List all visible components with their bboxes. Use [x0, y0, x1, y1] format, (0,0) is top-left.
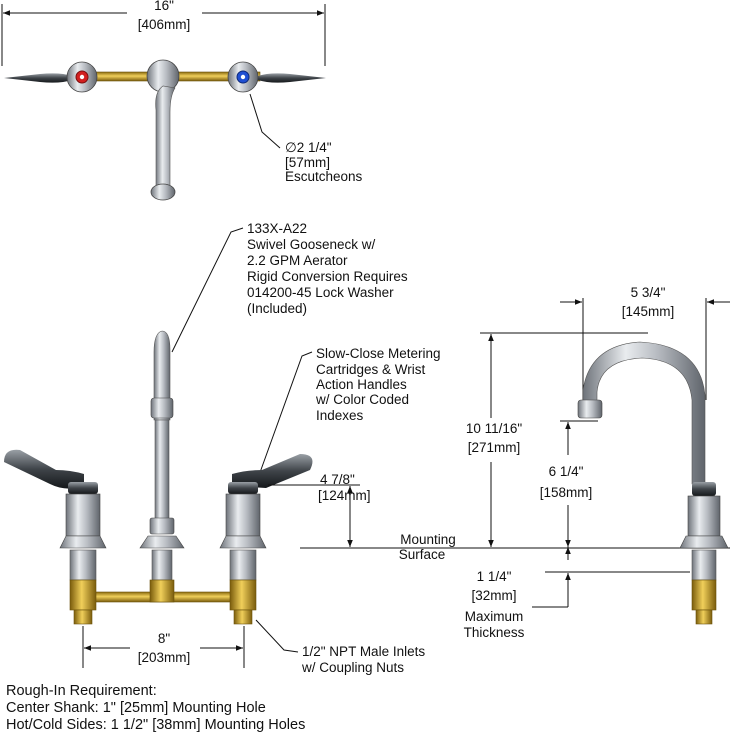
overall-height-mm: [271mm] [468, 440, 521, 455]
right-coupling-nut [233, 609, 253, 625]
cartridge-leader [257, 351, 313, 479]
gooseneck-callout-line-1: 133X-A22 [247, 221, 307, 236]
gooseneck-leader [171, 227, 244, 353]
notes-hot-cold-sides: Hot/Cold Sides: 1 1/2" [38mm] Mounting H… [6, 717, 306, 733]
left-handle-top [4, 73, 72, 83]
spout-shank [151, 549, 173, 581]
right-handle-hub [228, 482, 258, 494]
overall-width-in-label: 16" [154, 0, 174, 13]
side-valve-body [687, 495, 721, 537]
side-escutcheon [679, 535, 729, 549]
escutcheon-leader [249, 93, 281, 149]
center-spacing-mm: [203mm] [138, 650, 191, 665]
spout-clearance-mm: [158mm] [540, 485, 593, 500]
cartridge-callout-line-4: w/ Color Coded [315, 392, 409, 407]
right-shank [229, 549, 257, 581]
aerator-top [150, 183, 176, 201]
inlets-callout-line-1: 1/2" NPT Male Inlets [302, 644, 425, 659]
overall-width-mm-label: [406mm] [138, 17, 191, 32]
handle-height-in: 4 7/8" [320, 472, 355, 487]
escutcheon-diameter-mm: [57mm] [285, 155, 330, 170]
escutcheon-diameter-in: ∅2 1/4" [285, 140, 332, 155]
notes-title: Rough-In Requirement: [6, 683, 157, 699]
max-thickness-in: 1 1/4" [477, 569, 512, 584]
swivel-nut [150, 397, 174, 419]
aerator-side [577, 399, 603, 419]
max-thickness-mm: [32mm] [471, 588, 516, 603]
side-handle-hub [692, 482, 716, 496]
gooseneck-callout-line-2: Swivel Gooseneck w/ [247, 237, 376, 252]
cartridge-callout-line-1: Slow-Close Metering [316, 346, 441, 361]
cartridge-callout-line-3: Action Handles [316, 377, 407, 392]
left-escutcheon-front [59, 535, 107, 549]
spout-reach-mm: [145mm] [622, 304, 675, 319]
spout-clearance-in: 6 1/4" [549, 464, 584, 479]
overall-height-in: 10 11/16" [466, 421, 523, 436]
inlets-leader [255, 619, 299, 653]
escutcheon-label: Escutcheons [285, 169, 363, 184]
cartridge-callout-line-2: Cartridges & Wrist [316, 362, 426, 377]
left-valve-body [65, 493, 101, 537]
left-wrist-handle [4, 449, 84, 489]
spout-reach-in: 5 3/4" [631, 285, 666, 300]
notes-center-shank: Center Shank: 1" [25mm] Mounting Hole [6, 700, 266, 716]
side-view: 5 3/4" [145mm] 10 11/16" [271mm] 6 1/4" … [464, 285, 730, 640]
gooseneck-callout-line-6: (Included) [247, 301, 307, 316]
max-thickness-label-2: Thickness [464, 625, 525, 640]
right-escutcheon-front [219, 535, 267, 549]
hot-index-center [79, 74, 85, 80]
center-brass-tee [149, 579, 175, 603]
front-view: 133X-A22 Swivel Gooseneck w/ 2.2 GPM Aer… [4, 221, 730, 675]
right-brass-tee [229, 579, 257, 611]
rough-in-notes: Rough-In Requirement: Center Shank: 1" [… [6, 683, 305, 734]
side-brass-tee [691, 579, 717, 611]
side-coupling-nut [695, 609, 713, 625]
max-thickness-label-1: Maximum [465, 609, 524, 624]
spout-riser [154, 419, 170, 521]
cartridge-callout-line-5: Indexes [316, 408, 364, 423]
cold-index-center [240, 74, 246, 80]
right-handle-top [258, 73, 326, 83]
center-spacing-in: 8" [158, 631, 171, 646]
right-valve-body [225, 493, 261, 537]
top-view: 16" [406mm] ∅2 1/4" [57mm] Escutcheons [1, 0, 363, 201]
handle-height-mm: [124mm] [318, 488, 371, 503]
gooseneck-callout-line-3: 2.2 GPM Aerator [247, 253, 348, 268]
right-wrist-handle [232, 454, 313, 488]
left-brass-tee [69, 579, 97, 611]
inlets-callout-line-2: w/ Coupling Nuts [301, 660, 404, 675]
mounting-surface-label-1: Mounting [400, 532, 456, 547]
gooseneck-callout-line-5: 014200-45 Lock Washer [247, 285, 394, 300]
left-shank [69, 549, 97, 581]
spout-base-nut [149, 517, 175, 535]
side-shank [691, 549, 717, 581]
left-coupling-nut [73, 609, 93, 625]
mounting-surface-label-2: Surface [399, 547, 446, 562]
left-handle-hub [68, 482, 98, 494]
spout-escutcheon [139, 535, 185, 549]
gooseneck-callout-line-4: Rigid Conversion Requires [247, 269, 408, 284]
spout-top-view [155, 85, 176, 189]
gooseneck-side [582, 341, 706, 485]
